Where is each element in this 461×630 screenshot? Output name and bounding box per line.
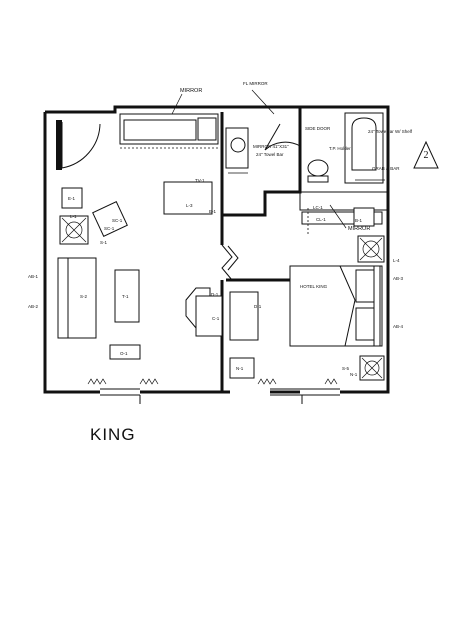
page-marker (413, 140, 439, 169)
vanity (225, 127, 249, 169)
bench-label: B-1 (355, 218, 363, 223)
safe-box (197, 117, 217, 141)
ac-left2-label: AB-2 (28, 304, 39, 309)
end-table-label: E-1 (209, 209, 217, 214)
vanity-note: MIRROR 41"X31" (253, 144, 289, 149)
lamp-right-label: L-4 (393, 258, 400, 263)
nightstand-left (229, 357, 255, 379)
headboard (373, 265, 383, 347)
toilet-tank (307, 175, 329, 183)
coffee-table-label: T-1 (122, 294, 129, 299)
heater-left (87, 378, 107, 385)
closet-shelf (123, 119, 197, 141)
mirror-right-label: MIRROR (348, 226, 370, 232)
top-small-label: FL MIRROR (243, 81, 268, 86)
bed (289, 265, 381, 347)
mirror-right-leader (329, 204, 347, 229)
corner-lamp-label: L-3 (186, 203, 193, 208)
ac-fan-left (61, 217, 87, 243)
entry-door[interactable] (61, 122, 101, 169)
bed-fold (339, 265, 356, 347)
ac-fan-right (359, 237, 383, 261)
mirror-top-leader (171, 93, 183, 115)
pillow-bottom (355, 307, 375, 341)
nightstand-left-label: N-1 (236, 366, 244, 371)
bath-door[interactable] (264, 123, 301, 151)
shower-pan (299, 191, 389, 211)
ac-ring-right (362, 240, 380, 258)
coffee-table (114, 269, 140, 323)
mirror-top-label: MIRROR (180, 88, 202, 94)
pillow-top (355, 269, 375, 303)
heater-right (257, 378, 277, 385)
ac-ring-bed (364, 360, 380, 376)
lounge-chair (92, 201, 128, 237)
ac-fan-bed (361, 357, 383, 379)
ac-ring-left (65, 221, 83, 239)
sofa (57, 257, 97, 339)
entry-table-label: E-1 (68, 196, 76, 201)
tp-holder-label: T.P. Holder (329, 146, 351, 151)
dresser (229, 291, 259, 341)
closet-label: CL-1 (316, 217, 326, 222)
end-lamp-label: L-1 (70, 214, 77, 219)
bath-wall (220, 107, 302, 217)
nightstand-right-label: N-1 (350, 372, 358, 377)
toilet (307, 159, 329, 177)
tv-console (163, 181, 213, 215)
sink-lamp-label: LC-1 (313, 205, 323, 210)
entry-jamb (56, 120, 62, 170)
desk-chair-label: C-1 (212, 316, 220, 321)
window-right (270, 388, 340, 404)
bathtub (344, 112, 384, 184)
tv-label: TV-1 (195, 178, 205, 183)
hotel-king-label: HOTEL KING (300, 284, 328, 289)
page-number: 2 (423, 150, 429, 161)
ac-left-label: AB-1 (28, 274, 39, 279)
bifold-door-2[interactable] (227, 245, 239, 271)
tub-inner (351, 117, 377, 171)
desk-label: D-1 (211, 292, 219, 297)
ac-right-label: AB-3 (393, 276, 404, 281)
bifold-door[interactable] (221, 244, 233, 281)
sofa-label: S-2 (80, 294, 88, 299)
side-door-label: SIDE DOOR (305, 126, 331, 131)
heater-mid (139, 378, 159, 385)
closet-right (301, 211, 383, 225)
wall-item-label: SC-1 (112, 218, 123, 223)
sink-basin (230, 137, 246, 153)
top-small-leader (251, 89, 275, 115)
bath-item-label: S-5 (342, 366, 350, 371)
plan-caption: KING (90, 425, 136, 444)
grab-bar-label: GRAB & BAR (372, 166, 400, 171)
end-table (61, 187, 83, 209)
bench (353, 207, 375, 227)
towel-bar-note: 24" Towelbar W/ Shelf (368, 129, 413, 134)
wardrobe-label: S-1 (100, 240, 108, 245)
lounge-chair-label: SC-1 (104, 226, 115, 231)
ottoman (109, 344, 141, 360)
dresser-label: D-1 (254, 304, 262, 309)
closet-box (119, 113, 219, 145)
desk (195, 295, 223, 337)
heater-far-right (324, 378, 338, 385)
ottoman-label: O-1 (120, 351, 128, 356)
towel-bar-sink: 24" Towel Bar (256, 152, 284, 157)
window-left (100, 388, 141, 404)
ac-right2-label: AB-4 (393, 324, 404, 329)
sofa-back (57, 257, 69, 339)
outer-wall (43, 105, 390, 394)
